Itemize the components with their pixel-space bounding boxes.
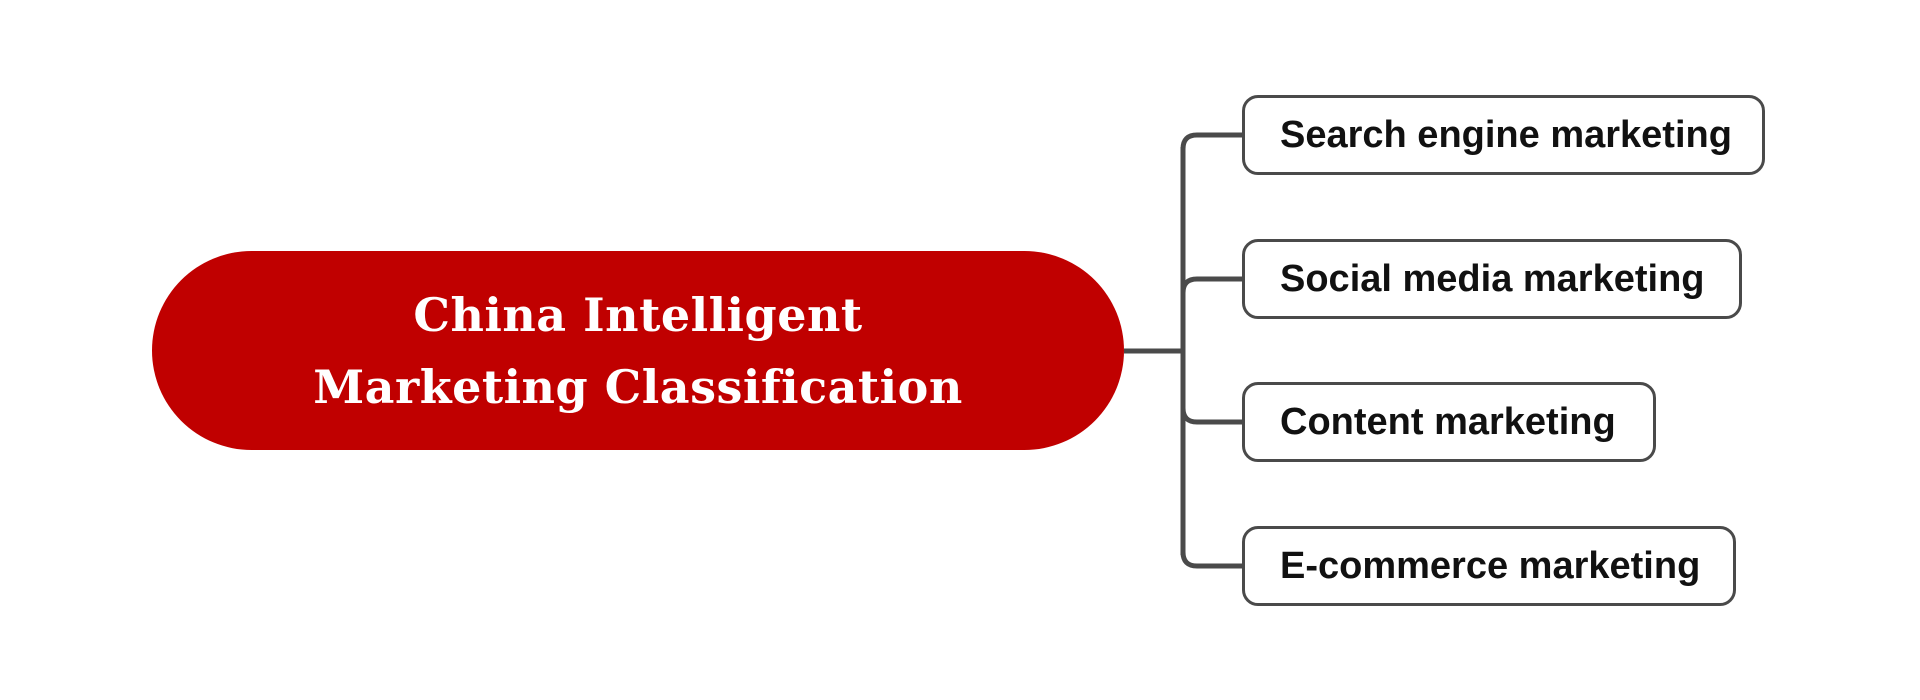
child-node-search-engine-marketing[interactable]: Search engine marketing xyxy=(1242,95,1765,175)
root-node-title: China Intelligent Marketing Classificati… xyxy=(313,287,963,414)
branch-connector-ecommerce xyxy=(1180,551,1242,569)
child-node-content-marketing[interactable]: Content marketing xyxy=(1242,382,1656,462)
child-node-label: Content marketing xyxy=(1280,400,1616,443)
root-node[interactable]: China Intelligent Marketing Classificati… xyxy=(152,251,1124,450)
child-node-e-commerce-marketing[interactable]: E-commerce marketing xyxy=(1242,526,1736,606)
branch-connector-search xyxy=(1180,132,1242,150)
child-node-label: E-commerce marketing xyxy=(1280,544,1701,587)
branch-connector-content xyxy=(1180,407,1242,425)
child-node-label: Search engine marketing xyxy=(1280,113,1732,156)
child-node-social-media-marketing[interactable]: Social media marketing xyxy=(1242,239,1742,319)
child-node-label: Social media marketing xyxy=(1280,257,1705,300)
branch-connector-social xyxy=(1180,276,1242,294)
